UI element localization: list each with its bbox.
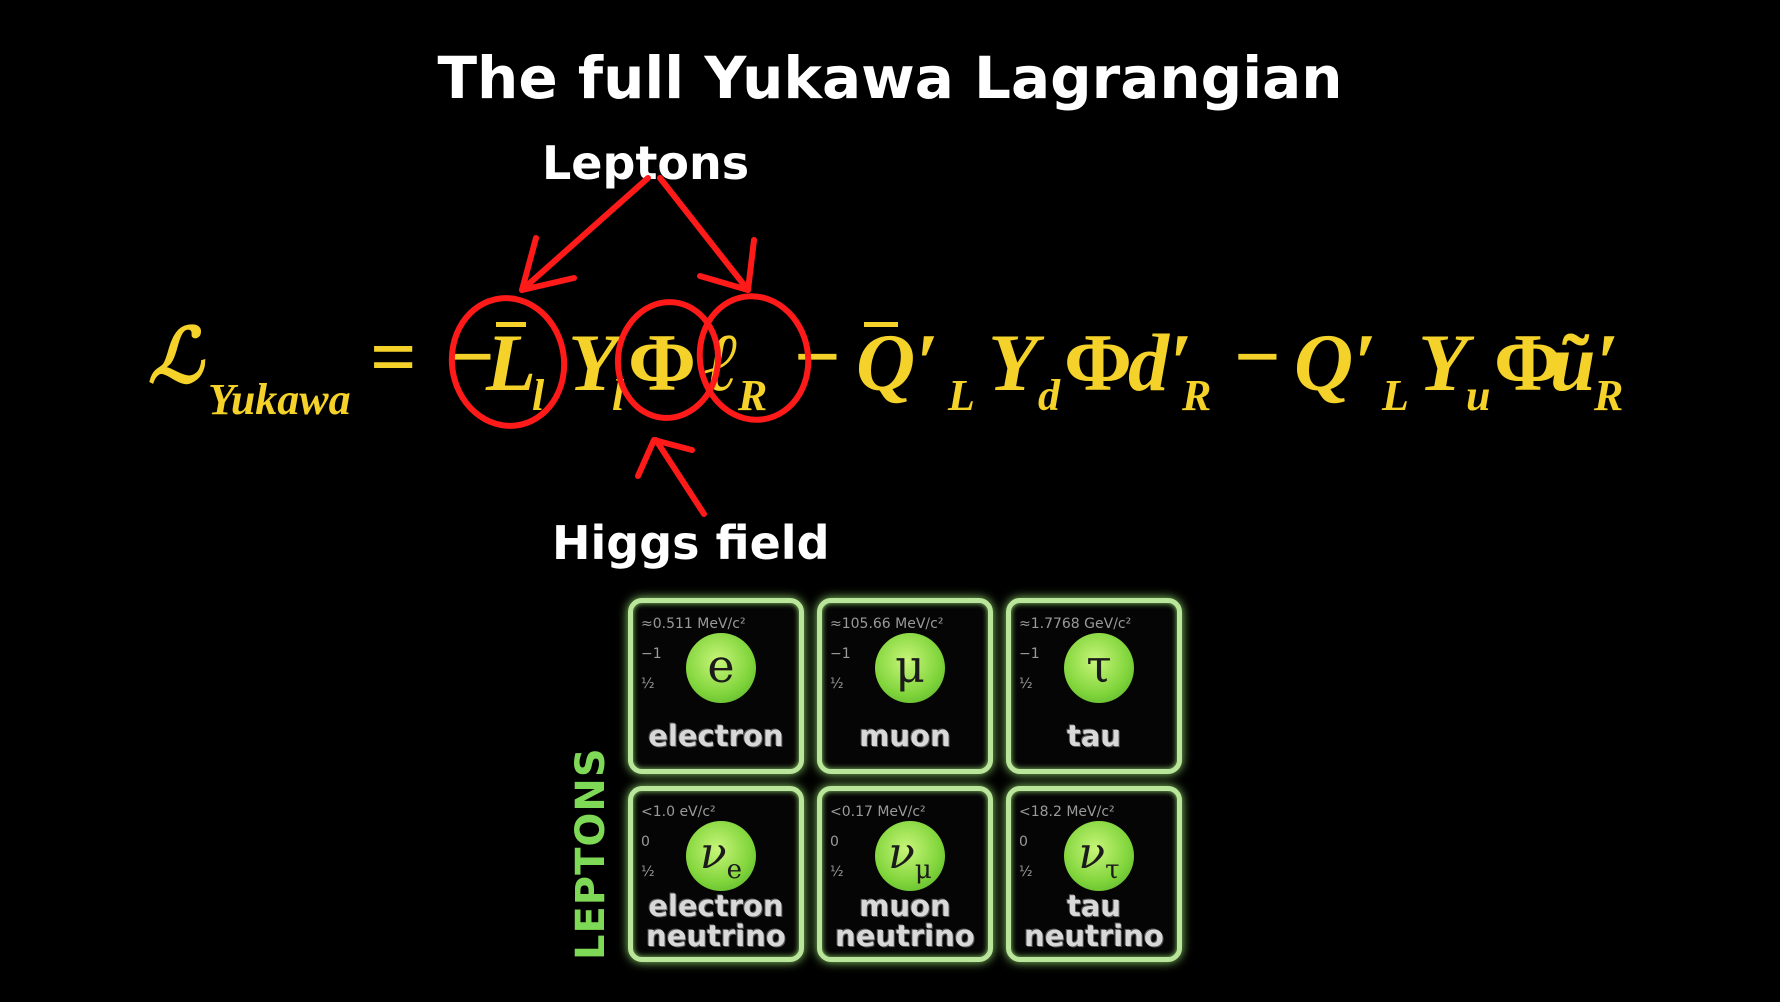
particle-mass: ≈1.7768 GeV/c²: [1019, 616, 1132, 632]
particle-card-tau-neutrino: <18.2 MeV/c² 0 ½ ντ tau neutrino: [1006, 786, 1182, 962]
lepton-doublet-subscript: l: [532, 371, 545, 420]
higgs-arrow-head: [635, 437, 695, 479]
leptons-arrow-right-head: [697, 237, 757, 293]
particle-name-line2: neutrino: [1024, 919, 1164, 953]
leptons-arrow-left-head: [519, 235, 577, 293]
particle-spin: ½: [641, 676, 655, 692]
particle-info: <0.17 MeV/c² 0 ½: [830, 797, 990, 887]
higgs-arrow: [653, 437, 707, 517]
higgs-field-symbol: Φ: [628, 317, 696, 408]
particle-info: ≈105.66 MeV/c² −1 ½: [830, 609, 990, 699]
electron-symbol: e: [686, 633, 756, 703]
particle-info: ≈1.7768 GeV/c² −1 ½: [1019, 609, 1179, 699]
particle-info: ≈0.511 MeV/c² −1 ½: [641, 609, 801, 699]
lepton-doublet: L: [486, 317, 537, 408]
particle-spin: ½: [830, 864, 844, 880]
particle-charge: 0: [1019, 834, 1028, 850]
particle-spin: ½: [830, 676, 844, 692]
muon-symbol: μ: [875, 633, 945, 703]
tau-neutrino-symbol: ντ: [1064, 821, 1134, 891]
quark-doublet-2-subscript: L: [1382, 371, 1409, 420]
minus-sign-3: −: [1234, 311, 1281, 402]
particle-name: tau: [1066, 719, 1122, 753]
particle-name: muon: [859, 719, 951, 753]
conjugate-higgs-symbol: Φ̃: [1494, 317, 1562, 408]
higgs-field-symbol-2: Φ: [1064, 317, 1132, 408]
particle-card-muon-neutrino: <0.17 MeV/c² 0 ½ νμ muon neutrino: [817, 786, 993, 962]
lagrangian-symbol: ℒ: [148, 311, 203, 400]
equals-sign: =: [370, 311, 417, 402]
higgs-field-annotation-label: Higgs field: [552, 516, 830, 570]
particle-spin: ½: [1019, 676, 1033, 692]
up-coupling-subscript: u: [1466, 371, 1491, 420]
particle-name-line2: neutrino: [835, 919, 975, 953]
down-coupling: Y: [988, 317, 1039, 408]
right-handed-up-quark: u′: [1550, 317, 1619, 408]
particle-info: <18.2 MeV/c² 0 ½: [1019, 797, 1179, 887]
muon-neutrino-symbol: νμ: [875, 821, 945, 891]
right-handed-up-quark-subscript: R: [1594, 371, 1624, 420]
particle-name: tau: [1066, 889, 1122, 923]
particle-card-tau: ≈1.7768 GeV/c² −1 ½ τ tau: [1006, 598, 1182, 774]
particle-name: electron: [648, 889, 784, 923]
particle-card-muon: ≈105.66 MeV/c² −1 ½ μ muon: [817, 598, 993, 774]
right-handed-lepton-circle: [696, 293, 812, 423]
particle-spin: ½: [1019, 864, 1033, 880]
right-handed-down-quark-subscript: R: [1182, 371, 1212, 420]
yukawa-equation: ℒ Yukawa = − L l Y l Φ ℓ R − Q′ L Y d Φ …: [148, 311, 1648, 438]
up-coupling: Y: [1418, 317, 1469, 408]
conjugate-bar-1: [496, 322, 526, 327]
particle-info: <1.0 eV/c² 0 ½: [641, 797, 801, 887]
particle-mass: <18.2 MeV/c²: [1019, 804, 1115, 820]
quark-doublet-1-subscript: L: [948, 371, 975, 420]
particle-charge: −1: [641, 646, 662, 662]
particle-charge: 0: [830, 834, 839, 850]
particle-charge: 0: [641, 834, 650, 850]
right-handed-lepton-subscript: R: [738, 371, 768, 420]
leptons-side-label: LEPTONS: [568, 747, 614, 960]
lepton-coupling: Y: [568, 317, 619, 408]
higgs-circle: [614, 299, 722, 421]
tau-symbol: τ: [1064, 633, 1134, 703]
particle-card-electron: ≈0.511 MeV/c² −1 ½ e electron: [628, 598, 804, 774]
leptons-arrow-left: [519, 175, 651, 293]
particle-name-line2: neutrino: [646, 919, 786, 953]
right-handed-down-quark: d′: [1128, 317, 1193, 408]
particle-charge: −1: [1019, 646, 1040, 662]
particle-spin: ½: [641, 864, 655, 880]
quark-doublet-1: Q′: [856, 317, 939, 408]
particle-mass: ≈105.66 MeV/c²: [830, 616, 944, 632]
leptons-arrow-right: [657, 175, 751, 293]
electron-neutrino-symbol: νe: [686, 821, 756, 891]
particle-mass: <0.17 MeV/c²: [830, 804, 926, 820]
slide-title: The full Yukawa Lagrangian: [437, 44, 1343, 112]
quark-doublet-2: Q′: [1294, 317, 1377, 408]
particle-mass: <1.0 eV/c²: [641, 804, 716, 820]
down-coupling-subscript: d: [1038, 371, 1060, 420]
particle-card-electron-neutrino: <1.0 eV/c² 0 ½ νe electron neutrino: [628, 786, 804, 962]
conjugate-bar-2: [864, 322, 898, 327]
particle-charge: −1: [830, 646, 851, 662]
particle-name: muon: [859, 889, 951, 923]
lagrangian-subscript: Yukawa: [208, 375, 351, 424]
particle-mass: ≈0.511 MeV/c²: [641, 616, 746, 632]
lepton-doublet-circle: [448, 295, 568, 429]
particle-name: electron: [648, 719, 784, 753]
